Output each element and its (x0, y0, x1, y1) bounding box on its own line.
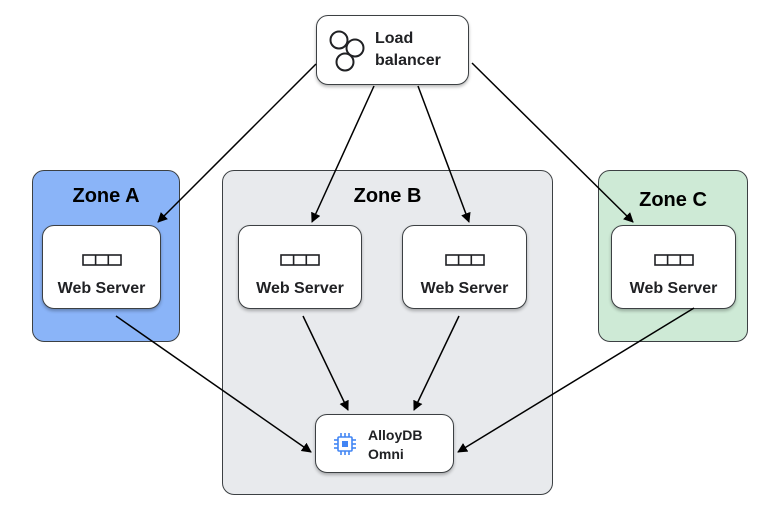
arrow-lb-to-web-server-a (157, 63, 317, 223)
alloydb-omni: AlloyDB Omni (315, 414, 454, 473)
load-balancer-label-line2: balancer (375, 52, 441, 69)
server-icon (81, 254, 122, 266)
arrow-web-server-c-to-db (457, 307, 695, 453)
zone-a-title: Zone A (72, 185, 140, 207)
alloydb-label-line2: Omni (368, 446, 404, 462)
server-icon (653, 254, 694, 266)
web-server-zone-b-2: Web Server (402, 225, 527, 309)
web-server-label: Web Server (420, 280, 509, 297)
web-server-zone-a: Web Server (42, 225, 161, 309)
load-balancer-label-line1: Load (375, 30, 414, 47)
web-server-zone-c: Web Server (611, 225, 736, 309)
server-icon (280, 254, 320, 266)
three-circles-icon (329, 30, 365, 72)
arrow-lb-to-web-server-c (471, 62, 634, 223)
arrow-web-server-b2-to-db (413, 315, 460, 411)
server-icon (444, 254, 485, 266)
zone-c-title: Zone C (639, 189, 707, 211)
zone-b-title: Zone B (353, 185, 422, 207)
arrow-web-server-a-to-db (115, 315, 312, 453)
load-balancer: Load balancer (316, 15, 469, 85)
chip-icon (334, 433, 356, 455)
alloydb-label-line1: AlloyDB (368, 427, 423, 443)
web-server-label: Web Server (629, 280, 718, 297)
web-server-label: Web Server (57, 280, 146, 297)
web-server-zone-b-1: Web Server (238, 225, 362, 309)
web-server-label: Web Server (256, 280, 344, 297)
arrow-lb-to-web-server-b1 (311, 85, 375, 223)
arrow-web-server-b1-to-db (302, 315, 349, 411)
arrow-lb-to-web-server-b2 (417, 85, 471, 223)
